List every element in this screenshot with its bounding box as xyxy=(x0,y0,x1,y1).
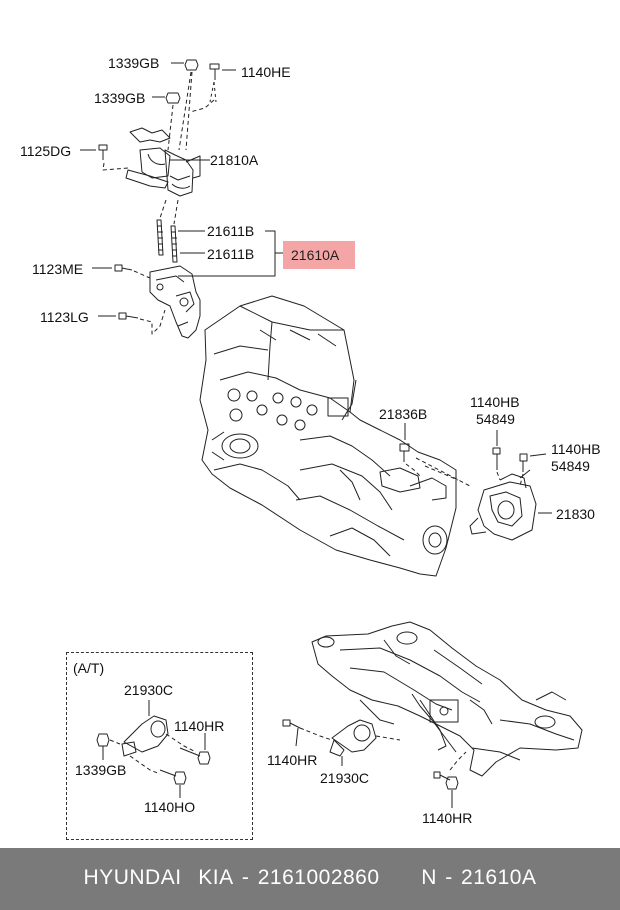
label-54849-right: 54849 xyxy=(551,458,590,474)
footer-ref-code: 21610A xyxy=(461,866,537,889)
torque-rod-21930c-lower xyxy=(299,719,401,766)
highlight-21610a[interactable]: 21610A xyxy=(283,241,355,269)
bolt-1123me xyxy=(92,264,151,279)
label-1125dg: 1125DG xyxy=(20,143,72,159)
label-at: (A/T) xyxy=(73,660,105,676)
front-subframe xyxy=(311,621,583,777)
label-1339gb-top: 1339GB xyxy=(108,55,160,71)
nut-1339gb-second xyxy=(152,92,181,104)
label-21930c-lower: 21930C xyxy=(320,770,370,786)
label-21610a: 21610A xyxy=(291,247,340,263)
label-1140hb-right: 1140HB xyxy=(551,441,601,457)
footer-part-number: 2161002860 xyxy=(257,866,380,889)
label-1123me: 1123ME xyxy=(32,261,84,277)
bolt-1140he xyxy=(209,63,236,103)
footer-sep-2: N - xyxy=(379,866,462,889)
bolt-1125dg xyxy=(80,144,129,171)
bolt-1140hr-lower-left xyxy=(282,719,301,747)
nut-1339gb-top xyxy=(171,59,199,71)
label-21611b-upper: 21611B xyxy=(207,223,255,239)
engine-bracket xyxy=(149,265,201,339)
footer-text: HYUNDAI KIA - 2161002860 N - 21610A xyxy=(0,866,620,890)
label-21930c-at: 21930C xyxy=(124,682,174,698)
label-1140hr-lower-left: 1140HR xyxy=(267,752,318,768)
torque-rod-21930c-at xyxy=(109,700,197,775)
label-1123lg: 1123LG xyxy=(40,309,89,325)
bolt-1140hr-at xyxy=(179,733,211,765)
bolt-1140hb-left xyxy=(492,430,501,481)
label-1140he: 1140HE xyxy=(241,64,291,80)
label-21810a: 21810A xyxy=(210,152,259,168)
nut-1339gb-at xyxy=(96,733,110,760)
label-21836b: 21836B xyxy=(379,406,428,422)
bolt-1140hb-right xyxy=(519,453,547,487)
label-21830: 21830 xyxy=(556,506,595,522)
label-1339gb-second: 1339GB xyxy=(94,90,146,106)
engine-transaxle xyxy=(199,295,457,577)
label-54849-left: 54849 xyxy=(476,411,515,427)
bolt-1140ho-at xyxy=(159,769,187,798)
footer-brand: HYUNDAI KIA xyxy=(83,866,234,889)
bolt-1123lg xyxy=(98,309,166,335)
transaxle-mount-21830 xyxy=(469,469,552,541)
bolt-1140hr-lower-right xyxy=(433,751,467,808)
stud-21611b-left xyxy=(156,219,164,256)
bolt-21836b xyxy=(399,423,471,487)
footer-sep-1: - xyxy=(233,866,258,889)
parts-diagram xyxy=(80,59,583,808)
stud-21611b-right xyxy=(170,225,178,263)
label-1339gb-at: 1339GB xyxy=(75,762,127,778)
mount-bracket-21810a xyxy=(125,127,210,197)
label-21611b-lower: 21611B xyxy=(207,246,255,262)
footer-bar: HYUNDAI KIA - 2161002860 N - 21610A xyxy=(0,848,620,910)
automatic-transmission-box xyxy=(66,652,253,840)
label-1140ho: 1140HO xyxy=(144,799,196,815)
label-1140hr-lower-right: 1140HR xyxy=(422,810,473,826)
label-1140hr-at: 1140HR xyxy=(174,718,225,734)
label-1140hb-left: 1140HB xyxy=(470,394,520,410)
